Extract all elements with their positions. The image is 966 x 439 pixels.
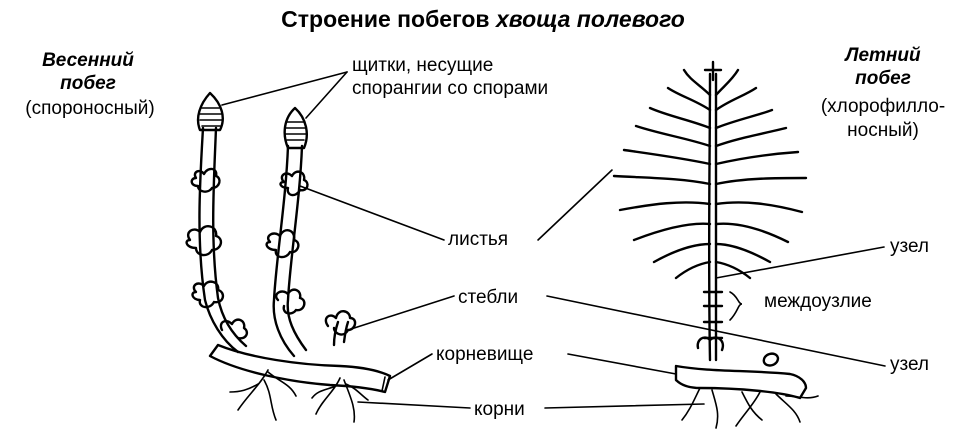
summer-shoot-drawing: [614, 62, 818, 428]
spring-shoot-drawing: [187, 93, 390, 422]
